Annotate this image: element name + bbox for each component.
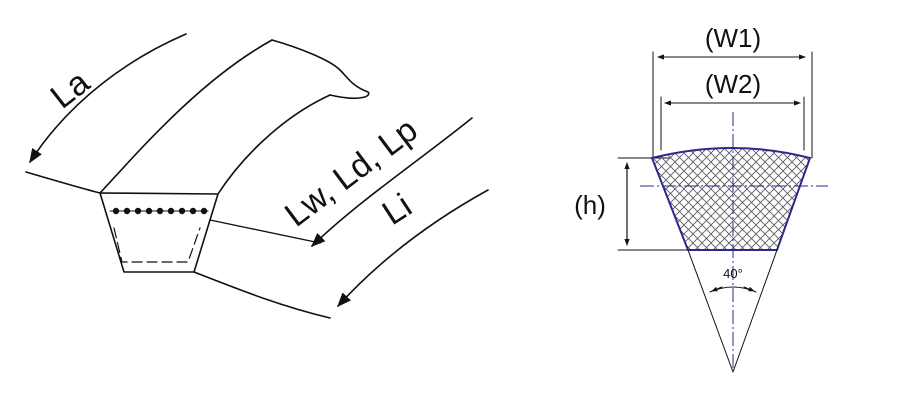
label-li: Li xyxy=(376,186,419,232)
label-h: (h) xyxy=(574,190,606,220)
side-line-right xyxy=(732,249,778,373)
label-la: La xyxy=(44,63,97,116)
label-angle: 40° xyxy=(723,266,743,281)
belt-cords xyxy=(109,207,209,215)
section-dimensions: (W1) (W2) (h) 40° xyxy=(574,23,828,373)
pitch-line-extension xyxy=(209,219,321,244)
belt-top-surface-right xyxy=(217,94,331,195)
belt-top-surface-left xyxy=(99,39,273,194)
belt-bottom-edge xyxy=(193,271,331,319)
side-line-left xyxy=(687,249,734,373)
label-w2: (W2) xyxy=(705,69,761,99)
belt-cross-section xyxy=(650,147,812,251)
la-arc xyxy=(29,33,187,164)
belt-section-inner-dashed xyxy=(113,227,201,263)
label-w1: (W1) xyxy=(705,23,761,53)
lw-ld-lp-arc xyxy=(310,117,473,247)
belt-section-outline xyxy=(99,192,219,273)
belt-perspective: La Lw, Ld, Lp Li xyxy=(25,33,489,319)
belt-broken-end xyxy=(271,39,370,99)
belt-top-outer-edge xyxy=(25,171,101,194)
li-arc xyxy=(337,189,489,308)
